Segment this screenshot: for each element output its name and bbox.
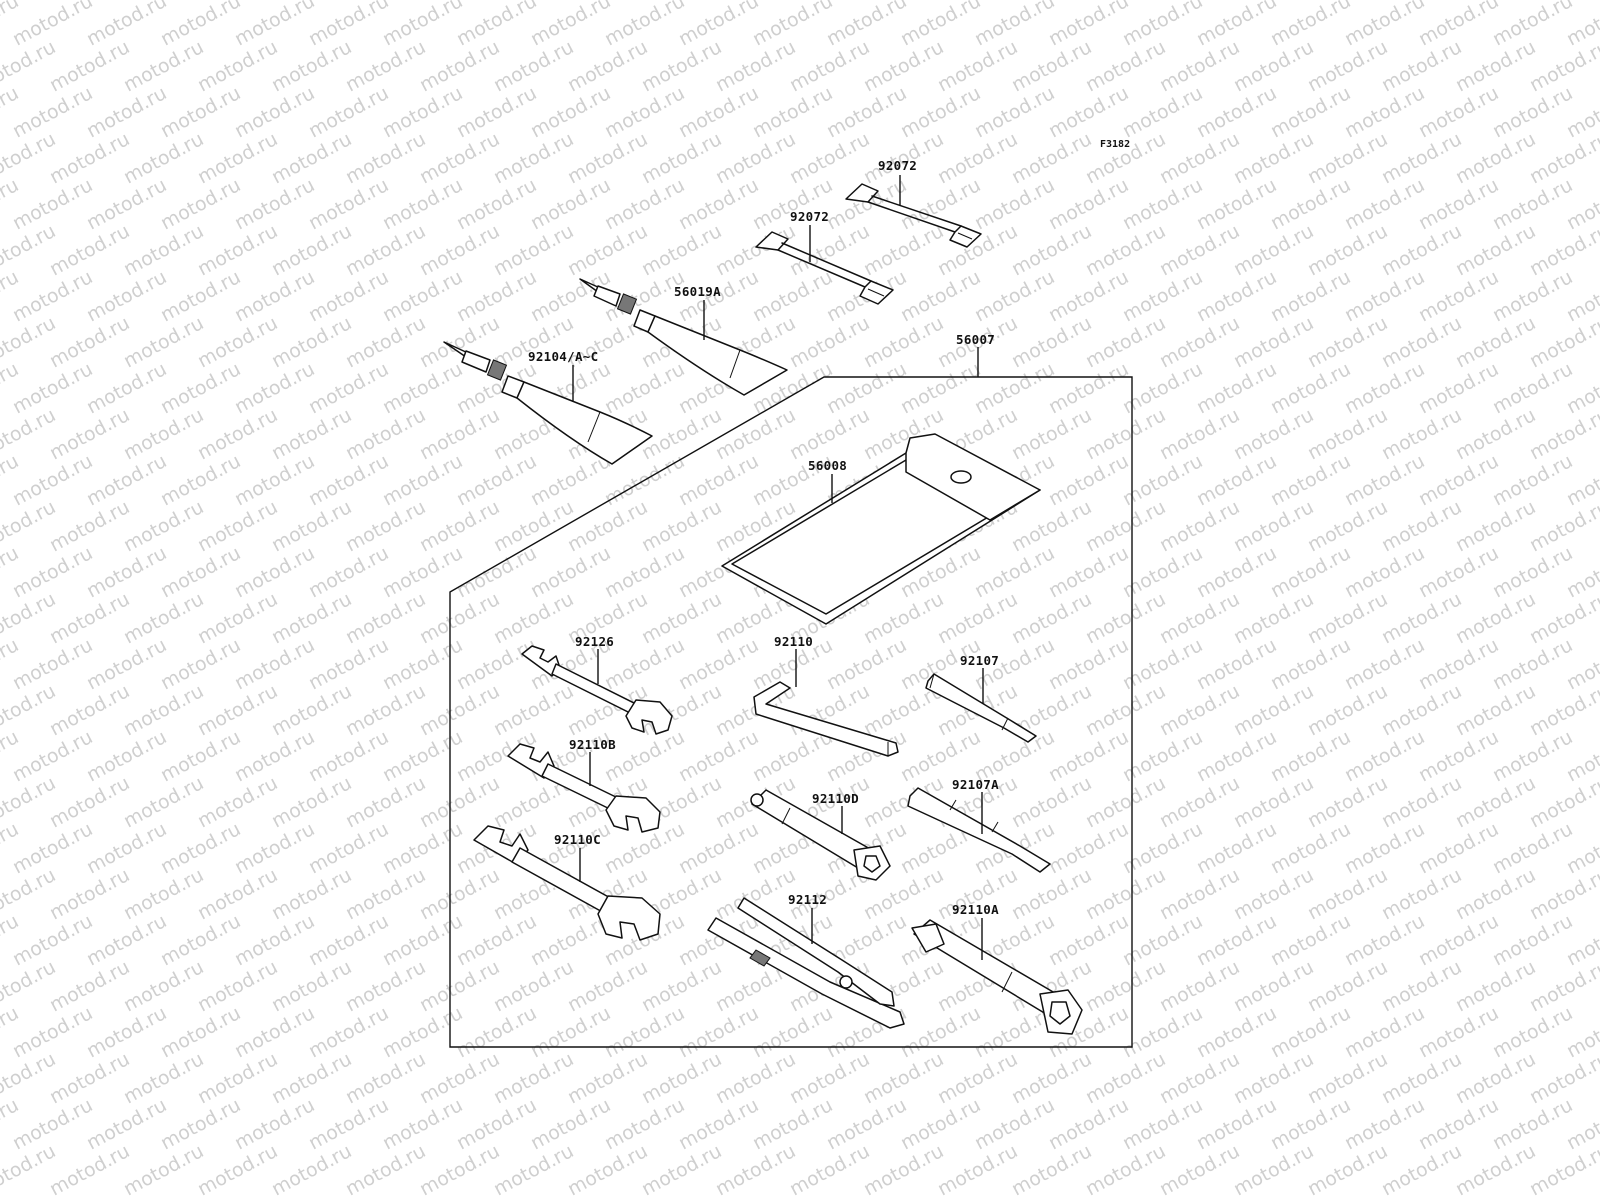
label-92110: 92110 xyxy=(774,634,813,649)
watermark-text: motod.ru xyxy=(305,0,392,50)
wrench-92126[interactable] xyxy=(521,645,673,735)
tool-kit-outline xyxy=(449,376,1133,1048)
wrench-92110C[interactable] xyxy=(473,825,661,941)
watermark-text: motod.ru xyxy=(601,0,688,50)
watermark-text: motod.ru xyxy=(453,0,540,50)
screwdriver-92107[interactable] xyxy=(925,673,1037,743)
watermark-text: motod.ru xyxy=(157,0,244,50)
label-92110A: 92110A xyxy=(952,902,999,917)
hex-key-92110[interactable] xyxy=(753,681,899,757)
watermark-text: motod.ru xyxy=(897,0,984,50)
watermark-text: motod.ru xyxy=(9,0,96,50)
label-56019A: 56019A xyxy=(674,284,721,299)
label-92110B: 92110B xyxy=(569,737,616,752)
label-92107: 92107 xyxy=(960,653,999,668)
label-92112: 92112 xyxy=(788,892,827,907)
watermark-text: motod.ru xyxy=(379,0,466,50)
watermark-text: motod.ru xyxy=(527,0,614,50)
watermark-text: motod.ru xyxy=(1267,0,1354,50)
watermark-text: motod.ru xyxy=(971,0,1058,50)
label-56007: 56007 xyxy=(956,332,995,347)
grease-tube-92104[interactable] xyxy=(443,341,653,465)
strap-92072-upper[interactable] xyxy=(845,183,982,248)
label-92072-lower: 92072 xyxy=(790,209,829,224)
tool-bag-56008[interactable] xyxy=(721,433,1041,625)
watermark-text: motod.ru xyxy=(1415,0,1502,50)
watermark-text: motod.ru xyxy=(1489,0,1576,50)
watermark-text: motod.ru xyxy=(231,0,318,50)
label-92110C: 92110C xyxy=(554,832,601,847)
watermark-text: motod.ru xyxy=(823,0,910,50)
strap-92072-lower[interactable] xyxy=(755,231,894,305)
label-92072-upper: 92072 xyxy=(878,158,917,173)
label-92107A: 92107A xyxy=(952,777,999,792)
socket-wrench-92110D[interactable] xyxy=(750,789,891,881)
label-92110D: 92110D xyxy=(812,791,859,806)
watermark-text: motod.ru xyxy=(675,0,762,50)
watermark-text: motod.ru xyxy=(1526,1140,1600,1200)
watermark-text: motod.ru xyxy=(1341,0,1428,50)
watermark-text: motod.ru xyxy=(749,0,836,50)
watermark-text: motod.ru xyxy=(83,0,170,50)
label-92126: 92126 xyxy=(575,634,614,649)
watermark-text: motod.ru xyxy=(1045,0,1132,50)
pliers-92112[interactable] xyxy=(707,897,905,1029)
grease-tube-56019A[interactable] xyxy=(579,278,788,396)
box-wrench-92110A[interactable] xyxy=(911,919,1083,1035)
watermark-text: motod.ru xyxy=(1119,0,1206,50)
diagram-code: F3182 xyxy=(1100,139,1130,150)
label-92104: 92104/A~C xyxy=(528,349,598,364)
screwdriver-92107A[interactable] xyxy=(907,787,1051,873)
label-56008: 56008 xyxy=(808,458,847,473)
watermark-text: motod.ru xyxy=(1193,0,1280,50)
wrench-92110B[interactable] xyxy=(507,743,661,833)
